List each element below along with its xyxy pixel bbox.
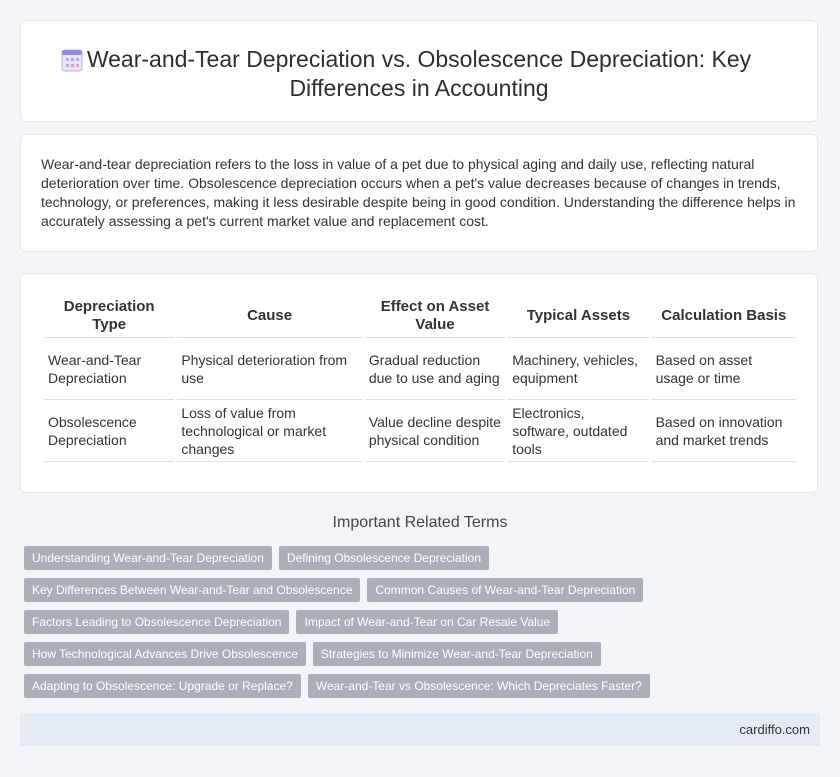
comparison-table: Depreciation Type Cause Effect on Asset … xyxy=(41,295,799,462)
related-term-tag[interactable]: Adapting to Obsolescence: Upgrade or Rep… xyxy=(24,674,301,698)
comparison-table-card: Depreciation Type Cause Effect on Asset … xyxy=(20,273,818,493)
related-terms-heading: Important Related Terms xyxy=(332,514,508,531)
related-term-tag[interactable]: How Technological Advances Drive Obsoles… xyxy=(24,642,306,666)
table-row: Obsolescence Depreciation Loss of value … xyxy=(44,400,796,462)
related-term-tag[interactable]: Impact of Wear-and-Tear on Car Resale Va… xyxy=(296,610,559,634)
table-cell: Value decline despite physical condition xyxy=(364,400,506,462)
column-header: Typical Assets xyxy=(508,295,649,338)
footer-site-link[interactable]: cardiffo.com xyxy=(739,722,810,737)
related-term-tag[interactable]: Common Causes of Wear-and-Tear Depreciat… xyxy=(367,578,644,602)
column-header: Cause xyxy=(177,295,362,338)
table-cell: Electronics, software, outdated tools xyxy=(508,400,649,462)
tag-row: How Technological Advances Drive Obsoles… xyxy=(24,642,814,674)
table-row: Wear-and-Tear Depreciation Physical dete… xyxy=(44,338,796,400)
column-header: Calculation Basis xyxy=(651,295,796,338)
intro-paragraph: Wear-and-tear depreciation refers to the… xyxy=(41,156,796,229)
tag-row: Factors Leading to Obsolescence Deprecia… xyxy=(24,610,814,642)
tag-row: Adapting to Obsolescence: Upgrade or Rep… xyxy=(24,674,814,706)
table-cell: Gradual reduction due to use and aging xyxy=(364,338,506,400)
table-cell: Loss of value from technological or mark… xyxy=(177,400,362,462)
title-card: Wear-and-Tear Depreciation vs. Obsolesce… xyxy=(20,20,818,122)
tag-row: Understanding Wear-and-Tear Depreciation… xyxy=(24,546,814,578)
table-cell: Wear-and-Tear Depreciation xyxy=(44,338,175,400)
related-term-tag[interactable]: Defining Obsolescence Depreciation xyxy=(278,546,490,570)
table-header-row: Depreciation Type Cause Effect on Asset … xyxy=(44,295,796,338)
table-cell: Based on asset usage or time xyxy=(651,338,796,400)
tag-row: Key Differences Between Wear-and-Tear an… xyxy=(24,578,814,610)
related-term-tag[interactable]: Key Differences Between Wear-and-Tear an… xyxy=(24,578,361,602)
page-title: Wear-and-Tear Depreciation vs. Obsolesce… xyxy=(86,46,752,101)
table-cell: Physical deterioration from use xyxy=(177,338,362,400)
related-term-tag[interactable]: Factors Leading to Obsolescence Deprecia… xyxy=(24,610,290,634)
document-icon xyxy=(61,48,83,77)
table-cell: Obsolescence Depreciation xyxy=(44,400,175,462)
column-header: Depreciation Type xyxy=(44,295,175,338)
related-term-tag[interactable]: Understanding Wear-and-Tear Depreciation xyxy=(24,546,272,570)
table-cell: Based on innovation and market trends xyxy=(651,400,796,462)
related-term-tag[interactable]: Wear-and-Tear vs Obsolescence: Which Dep… xyxy=(307,674,650,698)
column-header: Effect on Asset Value xyxy=(364,295,506,338)
intro-card: Wear-and-tear depreciation refers to the… xyxy=(20,134,818,252)
related-terms-list: Understanding Wear-and-Tear Depreciation… xyxy=(24,546,814,706)
related-term-tag[interactable]: Strategies to Minimize Wear-and-Tear Dep… xyxy=(312,642,601,666)
footer-bar: cardiffo.com xyxy=(20,713,820,746)
table-cell: Machinery, vehicles, equipment xyxy=(508,338,649,400)
